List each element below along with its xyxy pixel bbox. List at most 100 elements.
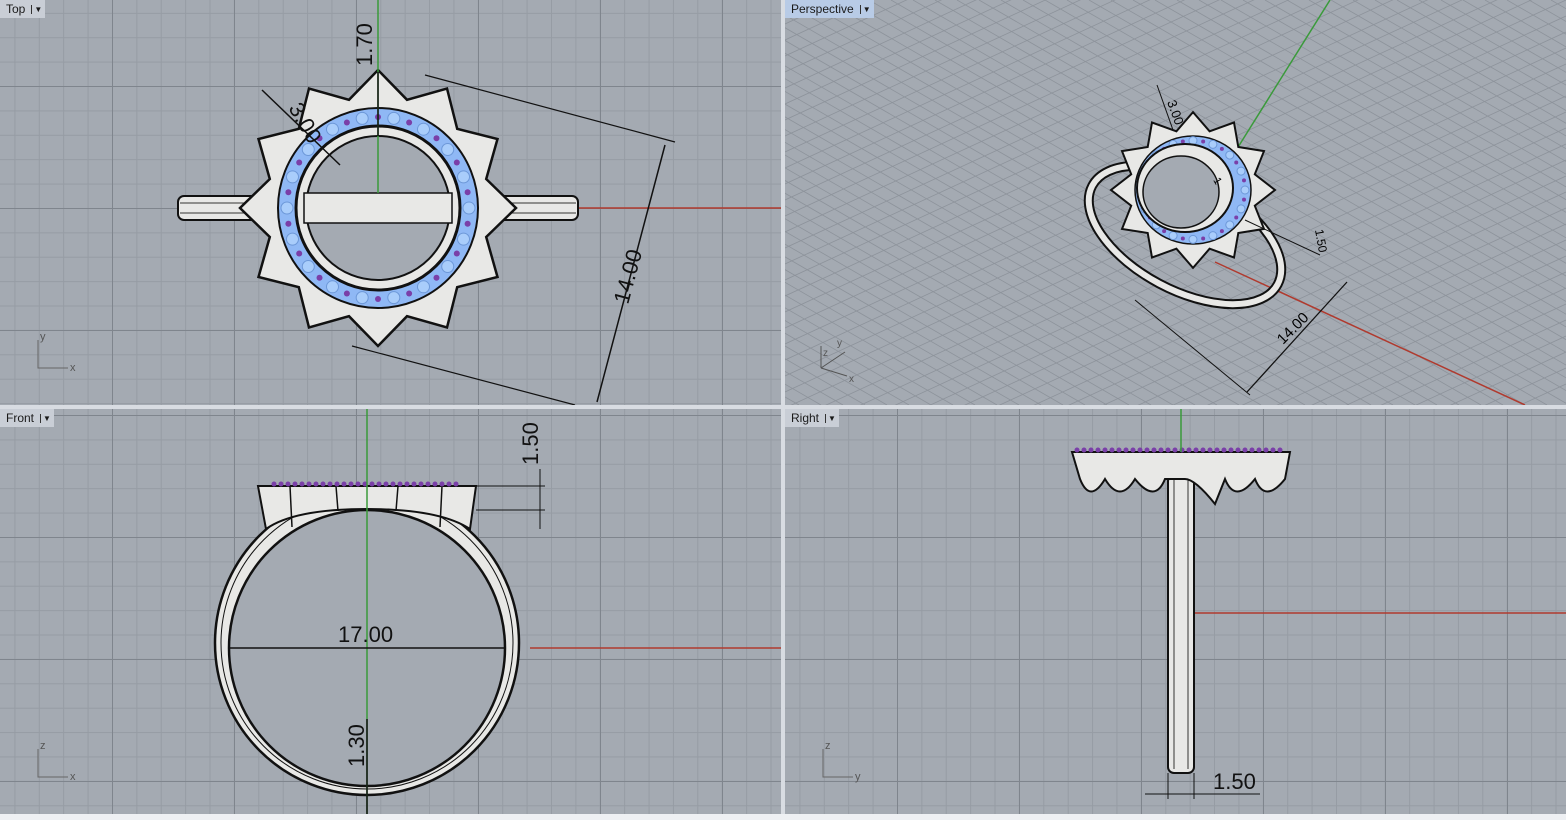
axis-icon-label: y bbox=[40, 331, 46, 343]
gem bbox=[306, 481, 312, 487]
gem bbox=[1074, 447, 1080, 453]
dropdown-arrow-icon[interactable]: ▼ bbox=[40, 413, 51, 423]
viewport-title: Front bbox=[6, 411, 35, 425]
gem bbox=[1193, 447, 1199, 453]
gem bbox=[1228, 447, 1234, 453]
gem bbox=[1236, 166, 1246, 176]
gem bbox=[1180, 236, 1185, 241]
gem bbox=[1162, 229, 1167, 234]
gem bbox=[453, 159, 460, 166]
dropdown-arrow-icon[interactable]: ▼ bbox=[825, 413, 836, 423]
viewport-tab-front[interactable]: Front ▼ bbox=[0, 409, 54, 427]
gem bbox=[433, 274, 440, 281]
gem bbox=[1158, 447, 1164, 453]
gem bbox=[320, 481, 326, 487]
gem bbox=[1256, 447, 1262, 453]
gem bbox=[1081, 447, 1087, 453]
gem bbox=[1137, 447, 1143, 453]
gem bbox=[348, 481, 354, 487]
gem bbox=[457, 170, 471, 184]
right-view-drawing: 1.50 z y bbox=[822, 409, 1566, 799]
viewport-tab-perspective[interactable]: Perspective ▼ bbox=[785, 0, 874, 18]
gem bbox=[1225, 220, 1235, 230]
dimension-label[interactable]: 1 bbox=[1210, 176, 1223, 187]
gem bbox=[316, 274, 323, 281]
gem bbox=[1242, 197, 1247, 202]
gem bbox=[404, 481, 410, 487]
axis-icon-label: z bbox=[823, 348, 828, 359]
gem bbox=[313, 481, 319, 487]
gem bbox=[334, 481, 340, 487]
top-viewport[interactable]: Top▼ 1.70 3.00 14.00 y x bbox=[0, 0, 781, 405]
gem bbox=[1201, 139, 1206, 144]
viewport-title: Right bbox=[791, 411, 820, 425]
viewport-title: Perspective bbox=[791, 2, 854, 16]
gem bbox=[464, 189, 471, 196]
viewport-tab-top[interactable]: Top▼ bbox=[0, 0, 46, 18]
gem bbox=[1270, 447, 1276, 453]
axis-icon-label: y bbox=[837, 338, 842, 349]
gem bbox=[285, 481, 291, 487]
gem bbox=[1208, 231, 1218, 241]
axis-icon-label: x bbox=[849, 374, 854, 385]
gem bbox=[1144, 447, 1150, 453]
gem bbox=[299, 481, 305, 487]
gem bbox=[301, 143, 315, 157]
gem bbox=[355, 291, 369, 305]
gem bbox=[464, 220, 471, 227]
gem bbox=[1180, 139, 1185, 144]
gem bbox=[1221, 447, 1227, 453]
gem bbox=[1172, 447, 1178, 453]
viewport-tab-right[interactable]: Right ▼ bbox=[785, 409, 839, 427]
dimension-label[interactable]: 1.30 bbox=[344, 724, 369, 767]
dimension-label[interactable]: 1.50 bbox=[518, 422, 543, 465]
perspective-viewport[interactable]: Perspective ▼ 3.00 1 1.50 14.00 z y x bbox=[785, 0, 1566, 405]
gem bbox=[355, 481, 361, 487]
gem bbox=[1186, 447, 1192, 453]
gem bbox=[383, 481, 389, 487]
gem bbox=[1234, 160, 1239, 165]
status-bar bbox=[0, 814, 1566, 820]
dimension-label[interactable]: 1.50 bbox=[1213, 769, 1256, 794]
gem bbox=[406, 119, 413, 126]
gem bbox=[343, 119, 350, 126]
dropdown-arrow-icon[interactable]: ▼ bbox=[859, 4, 871, 14]
gem bbox=[1151, 447, 1157, 453]
gem bbox=[1249, 447, 1255, 453]
gem bbox=[292, 481, 298, 487]
gem bbox=[1088, 447, 1094, 453]
dimension-label[interactable]: 1.50 bbox=[1312, 228, 1330, 254]
axis-icon-label: z bbox=[40, 740, 46, 752]
gem bbox=[1214, 447, 1220, 453]
gem bbox=[1242, 447, 1248, 453]
gem bbox=[1188, 234, 1198, 244]
right-viewport[interactable]: Right ▼ 1.50 z y bbox=[785, 409, 1566, 814]
gem bbox=[1225, 150, 1235, 160]
dimension-label[interactable]: 1.70 bbox=[352, 23, 377, 66]
dimension-label[interactable]: 3.00 bbox=[1164, 98, 1187, 127]
front-viewport[interactable]: Front ▼ 1.50 17.00 1.30 z x bbox=[0, 409, 781, 814]
axis-icon-label: z bbox=[825, 740, 831, 752]
gem bbox=[1277, 447, 1283, 453]
gem bbox=[296, 250, 303, 257]
perspective-view-drawing: 3.00 1 1.50 14.00 z y x bbox=[785, 0, 1566, 405]
dimension-label[interactable]: 14.00 bbox=[609, 247, 647, 307]
gem bbox=[1200, 447, 1206, 453]
gem bbox=[411, 481, 417, 487]
gem bbox=[1234, 215, 1239, 220]
gem bbox=[341, 481, 347, 487]
gem bbox=[406, 290, 413, 297]
gem bbox=[1168, 231, 1178, 241]
gem bbox=[327, 481, 333, 487]
dropdown-arrow-icon[interactable]: ▼ bbox=[31, 4, 42, 14]
top-view-drawing: 1.70 3.00 14.00 y x bbox=[37, 0, 781, 405]
gem bbox=[280, 201, 294, 215]
gem bbox=[1208, 139, 1218, 149]
gem bbox=[397, 481, 403, 487]
dimension-label[interactable]: 17.00 bbox=[338, 622, 393, 647]
gem bbox=[301, 259, 315, 273]
gem bbox=[425, 481, 431, 487]
axis-icon-label: x bbox=[70, 771, 76, 783]
gem bbox=[390, 481, 396, 487]
ring-band bbox=[1167, 474, 1195, 774]
